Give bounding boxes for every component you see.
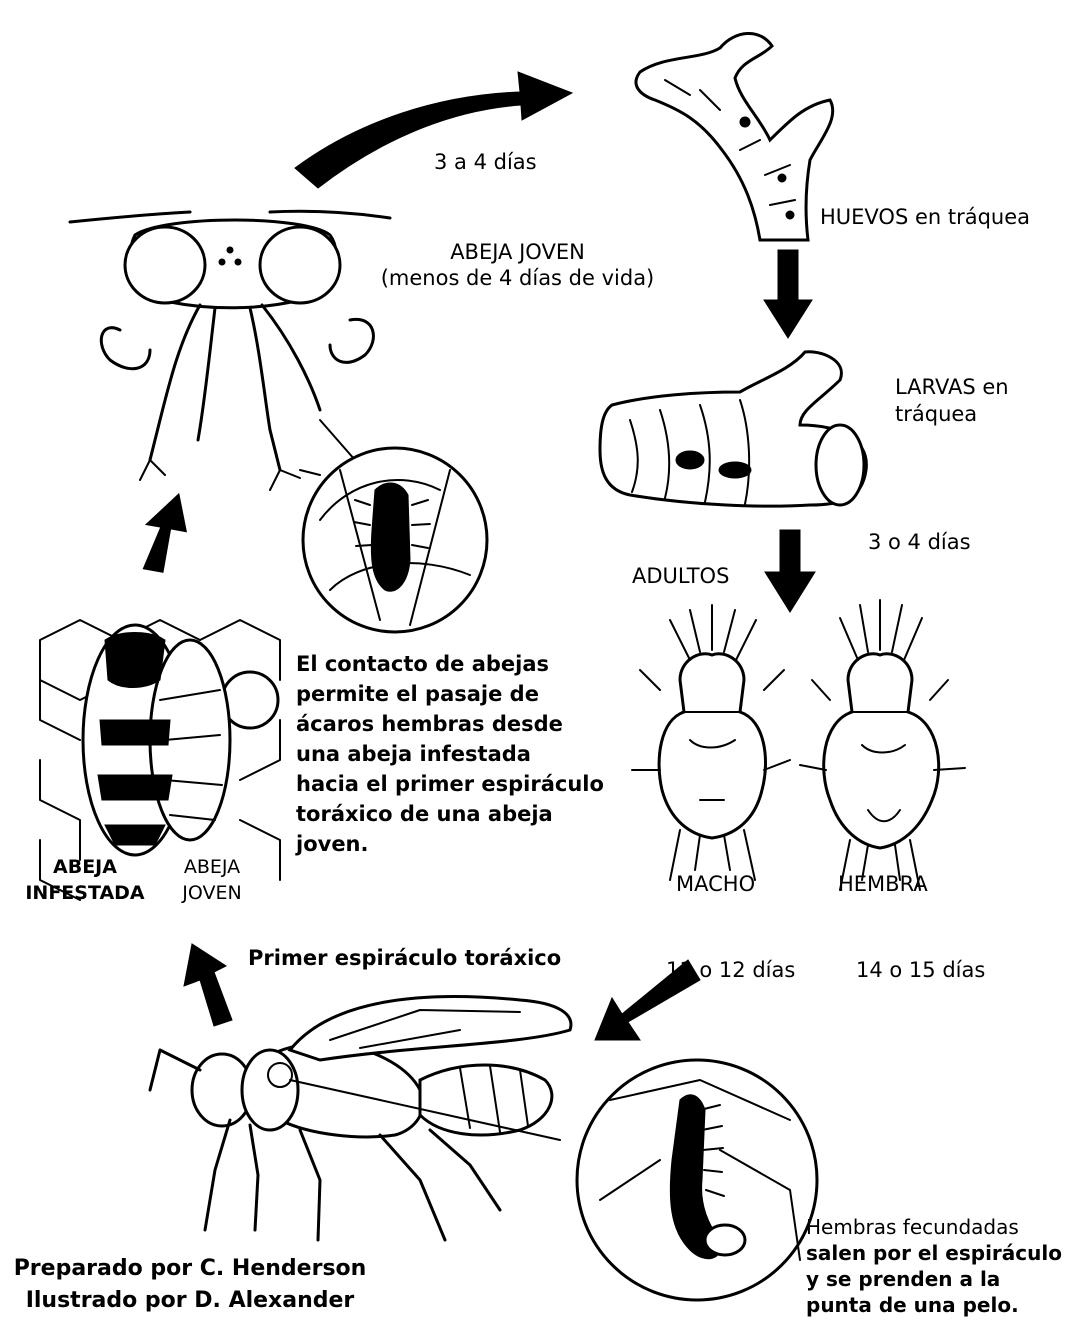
male-mite-illustration (632, 605, 790, 880)
arrow-back-to-start (184, 944, 232, 1026)
female-mite-illustration (800, 600, 965, 890)
male-label: MACHO (676, 872, 755, 897)
days-adults-label: 3 o 4 días (868, 530, 971, 555)
adults-label: ADULTOS (632, 564, 729, 589)
contact-text-line-3: ácaros hembras desde (296, 712, 563, 737)
magnified-spiracle-circle (577, 1060, 817, 1300)
fertilized-text-line-4: punta de una pelo. (806, 1294, 1019, 1318)
female-label: HEMBRA (838, 872, 928, 897)
days-eggs-label: 3 a 4 días (434, 150, 537, 175)
infested-bee-label-line-1: ABEJA (20, 856, 150, 878)
larvae-label-line-1: LARVAS en (895, 375, 1009, 400)
credits-line-1: Preparado por C. Henderson (0, 1256, 380, 1282)
young-bee-head-illustration (70, 211, 390, 490)
first-spiracle-label: Primer espiráculo toráxico (248, 946, 561, 971)
arrow-to-larvae (764, 250, 812, 338)
arrow-to-adults (765, 530, 815, 612)
contact-text-line-4: una abeja infestada (296, 742, 531, 767)
days-female-label: 14 o 15 días (856, 958, 985, 983)
eggs-label: HUEVOS en tráquea (820, 205, 1030, 230)
young-bee-small-label-line-1: ABEJA (162, 856, 262, 878)
contact-text-line-1: El contacto de abejas (296, 652, 549, 677)
days-male-label: 11 o 12 días (666, 958, 795, 983)
contact-text-line-7: joven. (296, 832, 369, 857)
infested-bee-label-line-2: INFESTADA (10, 882, 160, 904)
larvae-label-line-2: tráquea (895, 402, 977, 427)
contact-text-line-5: hacia el primer espiráculo (296, 772, 604, 797)
arrow-to-young-bee (138, 489, 192, 575)
young-bee-title: ABEJA JOVEN (350, 240, 685, 265)
fertilized-text-line-2: salen por el espiráculo (806, 1242, 1062, 1266)
contact-text-line-2: permite el pasaje de (296, 682, 539, 707)
credits-line-2: Ilustrado por D. Alexander (0, 1288, 380, 1314)
trachea-eggs-illustration (636, 33, 833, 240)
adult-bee-illustration (150, 997, 571, 1240)
fertilized-text-line-3: y se prenden a la (806, 1268, 1000, 1292)
young-bee-small-label-line-2: JOVEN (162, 882, 262, 904)
contact-text-line-6: toráxico de una abeja (296, 802, 553, 827)
young-bee-subtitle: (menos de 4 días de vida) (350, 266, 685, 291)
trachea-larvae-illustration (600, 352, 866, 506)
magnified-trachea-circle (303, 420, 487, 632)
fertilized-text-line-1: Hembras fecundadas (806, 1216, 1019, 1240)
